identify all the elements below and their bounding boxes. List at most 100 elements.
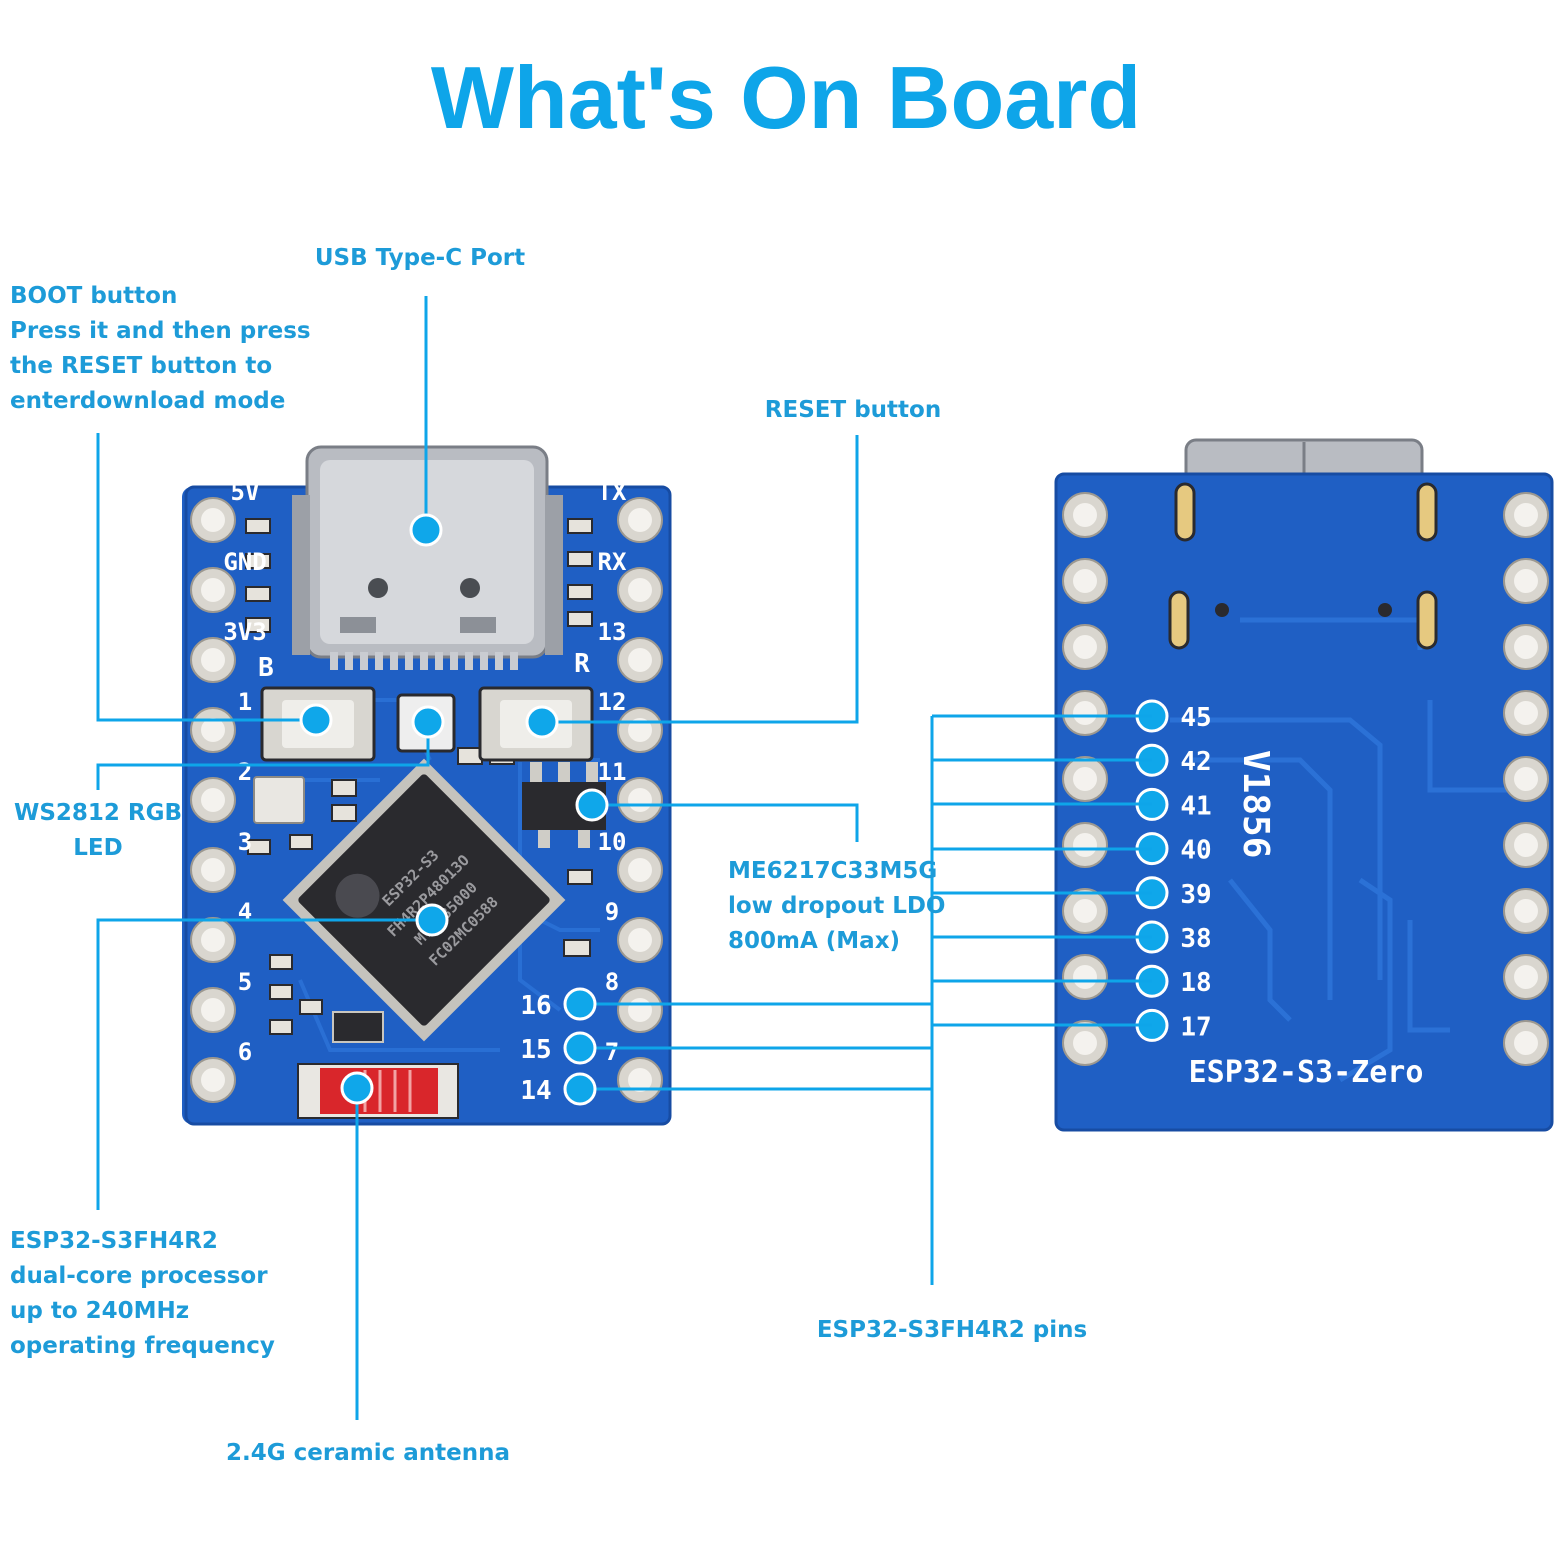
front-right-pin-label: RX	[598, 548, 627, 576]
antenna-dot	[340, 1071, 374, 1105]
reset-dot	[525, 705, 559, 739]
castellated-pad	[1503, 756, 1549, 802]
back-pin-label: 18	[1180, 968, 1211, 998]
castellated-pad	[1062, 558, 1108, 604]
front-bottom-pin-label: 16	[520, 991, 551, 1021]
usb-type-c-connector	[292, 445, 563, 670]
pin-15-dot	[563, 1031, 597, 1065]
mount-slot	[1168, 590, 1190, 650]
back-traces	[1170, 617, 1520, 1083]
front-left-pin-label: 2	[238, 758, 252, 786]
crystal-oscillator	[253, 776, 305, 824]
castellated-pad	[190, 637, 236, 683]
front-bottom-pin-label: 14	[520, 1076, 551, 1106]
front-right-pin-label: 7	[605, 1038, 619, 1066]
usb-dot	[409, 513, 443, 547]
pins-callout-branches	[580, 714, 1152, 1091]
front-left-pin-label: 5V	[231, 478, 260, 506]
callout-labels: USB Type-C Port BOOT button Press it and…	[10, 245, 1087, 1466]
castellated-pad	[617, 1057, 663, 1103]
antenna-label: 2.4G ceramic antenna	[226, 1440, 510, 1466]
cpu-label-line: up to 240MHz	[10, 1298, 189, 1324]
front-right-pin-label: 11	[598, 758, 627, 786]
pin-16-dot	[563, 987, 597, 1021]
castellated-pad	[617, 987, 663, 1033]
back-pin-label: 41	[1180, 791, 1211, 821]
castellated-pad	[1062, 888, 1108, 934]
led-label-line: WS2812 RGB	[14, 800, 182, 826]
front-left-pin-label: 5	[238, 968, 252, 996]
castellated-pad	[190, 917, 236, 963]
board-version-silk: V1856	[1235, 750, 1276, 858]
castellated-pad	[190, 1057, 236, 1103]
ldo-label-line: 800mA (Max)	[728, 928, 900, 954]
back-left-pads	[1062, 492, 1108, 1066]
front-right-pin-label: 10	[598, 828, 627, 856]
castellated-pad	[1062, 690, 1108, 736]
front-bottom-pin-label: 15	[520, 1035, 551, 1065]
page-title: What's On Board	[431, 48, 1141, 147]
castellated-pad	[1503, 492, 1549, 538]
front-left-pin-label: 3V3	[223, 618, 266, 646]
boot-dot	[299, 703, 333, 737]
castellated-pad	[617, 847, 663, 893]
mount-slot	[1416, 590, 1438, 650]
back-pin-label: 17	[1180, 1012, 1211, 1042]
boot-callout-line	[96, 433, 316, 722]
board-name-silk: ESP32-S3-Zero	[1189, 1055, 1424, 1090]
castellated-pad	[1062, 756, 1108, 802]
callout-lines	[96, 296, 1152, 1420]
inductor	[332, 1011, 384, 1043]
back-pcb	[1054, 472, 1554, 1132]
front-left-pin-label: 1	[238, 688, 252, 716]
reset-label: RESET button	[765, 397, 941, 423]
front-right-pin-label: 12	[598, 688, 627, 716]
reset-silk-mark: R	[574, 649, 590, 679]
cpu-callout-line	[96, 918, 432, 1210]
back-pin-label: 38	[1180, 924, 1211, 954]
front-left-pin-label: 6	[238, 1038, 252, 1066]
back-right-pads	[1503, 492, 1549, 1066]
castellated-pad	[1503, 1020, 1549, 1066]
front-right-pin-label: 13	[598, 618, 627, 646]
front-left-pin-label: GND	[223, 548, 266, 576]
castellated-pad	[617, 497, 663, 543]
castellated-pad	[1503, 822, 1549, 868]
castellated-pad	[1062, 1020, 1108, 1066]
front-right-pin-label: TX	[598, 478, 627, 506]
usb-label: USB Type-C Port	[315, 245, 525, 271]
led-dot	[411, 705, 445, 739]
ldo-label-line: low dropout LDO	[728, 893, 946, 919]
front-board: ESP32-S3 FH4R2P48013O MTF035000 FC02MC05…	[182, 445, 672, 1126]
boot-label-line: enterdownload mode	[10, 388, 285, 414]
led-callout-line	[96, 722, 430, 790]
front-right-pin-label: 9	[605, 898, 619, 926]
castellated-pad	[617, 567, 663, 613]
via-hole	[1378, 603, 1392, 617]
callout-dots	[299, 513, 609, 1106]
front-right-pin-label: 8	[605, 968, 619, 996]
mount-slot	[1174, 482, 1196, 542]
pin-14-dot	[563, 1072, 597, 1106]
castellated-pad	[1062, 492, 1108, 538]
back-pin-label: 45	[1180, 703, 1211, 733]
boot-label-line: BOOT button	[10, 283, 177, 309]
ceramic-antenna	[297, 1063, 459, 1119]
castellated-pad	[1062, 954, 1108, 1000]
castellated-pad	[190, 497, 236, 543]
back-pin-label: 40	[1180, 836, 1211, 866]
front-right-pads: TX RX 13 12 11 10 9 8 7	[598, 478, 663, 1103]
boot-label-line: the RESET button to	[10, 353, 272, 379]
front-left-pin-label: 3	[238, 828, 252, 856]
cpu-label-line: operating frequency	[10, 1333, 275, 1359]
castellated-pad	[190, 707, 236, 753]
castellated-pad	[190, 987, 236, 1033]
mount-slot	[1416, 482, 1438, 542]
castellated-pad	[1503, 954, 1549, 1000]
castellated-pad	[617, 707, 663, 753]
back-pin-label: 42	[1180, 747, 1211, 777]
reset-callout-line	[542, 435, 859, 724]
castellated-pad	[190, 777, 236, 823]
ldo-dot	[575, 788, 609, 822]
